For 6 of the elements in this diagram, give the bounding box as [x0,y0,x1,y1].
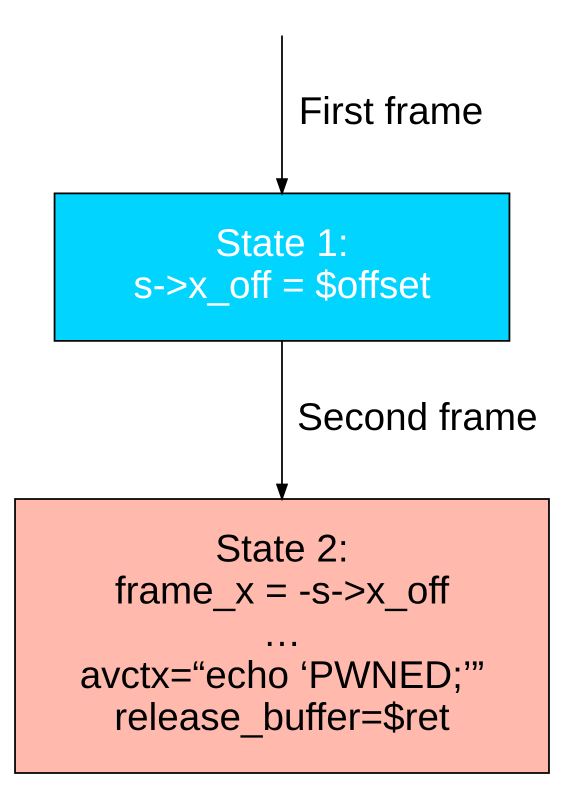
edge-label: First frame [298,90,484,134]
node-box: State 1: s->x_off = $offset [54,192,510,342]
edge-label: Second frame [297,396,538,439]
arrow [276,35,288,196]
arrow [276,341,288,502]
node-box: State 2: frame_x = -s->x_off … avctx=“echo ‘PWNED;’” release_buffer=$ret [14,498,550,774]
